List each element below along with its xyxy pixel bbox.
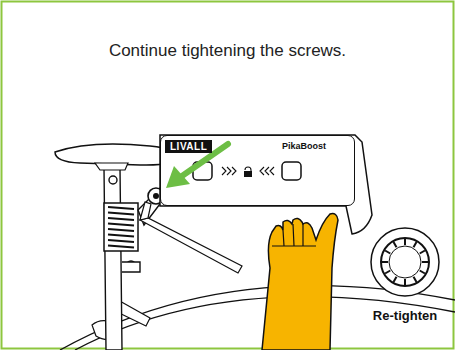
motor-tooth bbox=[394, 277, 397, 282]
battery-pack: LIVALL PikaBoost bbox=[160, 135, 355, 206]
motor bbox=[371, 228, 439, 296]
glove-fingers bbox=[272, 224, 316, 246]
clamp-hatch bbox=[108, 213, 134, 215]
motor-tooth bbox=[385, 271, 390, 274]
clamp bbox=[104, 188, 166, 251]
motor-tooth bbox=[404, 239, 406, 245]
allen-key bbox=[140, 218, 242, 273]
motor-tooth bbox=[394, 242, 397, 247]
motor-tooth bbox=[404, 279, 406, 285]
model-name: PikaBoost bbox=[282, 141, 326, 151]
motor-tooth bbox=[414, 242, 417, 247]
part-label: Re-tighten bbox=[373, 308, 437, 323]
motor-tooth bbox=[420, 251, 425, 254]
motor-tooth bbox=[382, 261, 388, 263]
clamp-hatch bbox=[108, 235, 134, 237]
allen-key-leg bbox=[140, 202, 151, 220]
saddle-rail bbox=[95, 163, 128, 170]
clamp-hatch bbox=[108, 240, 134, 242]
clamp-hatch bbox=[108, 229, 134, 231]
clamp-hatch bbox=[108, 246, 134, 248]
clamp-hatch bbox=[108, 218, 134, 220]
clamp-hatch bbox=[108, 207, 134, 209]
motor-tooth bbox=[420, 271, 425, 274]
brand-badge: LIVALL bbox=[165, 140, 212, 153]
clamp-hatch bbox=[108, 224, 134, 226]
seat-post bbox=[104, 168, 140, 350]
glove-hand bbox=[262, 214, 338, 350]
lock-icon bbox=[244, 171, 252, 177]
title: Continue tightening the screws. bbox=[109, 41, 346, 61]
motor-tooth bbox=[422, 261, 428, 263]
motor-tooth bbox=[385, 251, 390, 254]
lock-buttons bbox=[193, 162, 301, 180]
motor-tooth bbox=[414, 277, 417, 282]
battery-housing bbox=[160, 135, 372, 234]
